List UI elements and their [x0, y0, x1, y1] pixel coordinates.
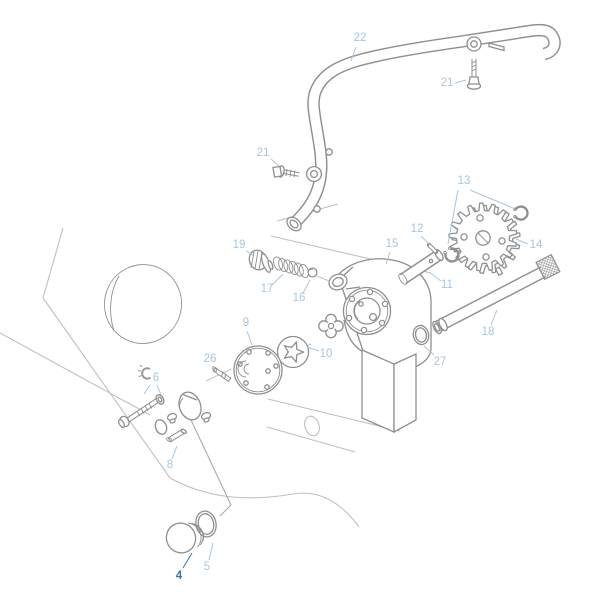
callout-leader-relief-spring	[271, 273, 284, 286]
callout-18-outlet-tube[interactable]: 18	[482, 326, 495, 338]
part-key-pin[interactable]	[426, 242, 439, 255]
callout-10-rotor-set[interactable]: 10	[320, 348, 333, 360]
callout-5-plug-o-ring[interactable]: 5	[204, 561, 210, 573]
callout-leader-relief-valve-plug	[245, 250, 255, 257]
callout-19-relief-valve-plug[interactable]: 19	[233, 239, 246, 251]
callout-leader-cover-bolt	[156, 384, 162, 396]
part-cover-bolt[interactable]	[117, 397, 160, 429]
callout-leader-drive-shaft	[428, 271, 442, 282]
housing-leg-front	[361, 349, 395, 433]
callout-leader-relief-ball	[302, 279, 311, 294]
callout-leader-cover-bolt	[143, 384, 151, 395]
tube-bolt-hole-lower	[313, 205, 321, 213]
part-cover-stud[interactable]	[211, 366, 232, 383]
callout-leader-drive-gear	[515, 238, 529, 245]
callout-27-outlet-o-ring[interactable]: 27	[434, 356, 447, 368]
part-oil-plug[interactable]	[161, 518, 205, 558]
callout-8-dowel-pin[interactable]: 8	[167, 459, 173, 471]
pump-mounting-face	[154, 391, 212, 435]
tube-mouth	[286, 216, 302, 232]
callout-14-drive-gear[interactable]: 14	[530, 239, 543, 251]
callout-26-cover-stud[interactable]: 26	[204, 353, 217, 365]
part-tube-bolt-left[interactable]	[272, 165, 300, 178]
part-drive-gear[interactable]	[448, 202, 521, 274]
crankcase-opening	[104, 264, 182, 344]
tube-upper-eyelet	[466, 36, 482, 52]
callout-21-tube-bolt-left[interactable]: 21	[257, 147, 270, 159]
tube-slot	[488, 42, 505, 52]
callout-leader-rotor-set	[306, 346, 320, 352]
callout-leader-snap-rings	[469, 189, 514, 209]
callout-leader-key-pin	[420, 235, 430, 245]
callout-leader-cover-stud	[211, 366, 218, 374]
part-dowel-pin[interactable]	[166, 428, 187, 443]
part-retaining-clip[interactable]	[137, 364, 152, 380]
callout-leader-pump-housing	[385, 251, 391, 265]
tube-lower-eyelet	[305, 165, 323, 183]
tube-tab	[494, 266, 504, 277]
threaded-end	[535, 253, 561, 281]
part-snap-ring-lower[interactable]	[443, 246, 460, 263]
callout-16-relief-ball[interactable]: 16	[293, 292, 306, 304]
callout-15-pump-housing[interactable]: 15	[386, 238, 399, 250]
callout-11-drive-shaft[interactable]: 11	[441, 279, 453, 291]
housing-flange	[342, 286, 392, 336]
housing-inlet-neck	[328, 266, 361, 291]
callout-leader-outlet-o-ring	[423, 345, 435, 356]
part-inner-rotor[interactable]	[318, 313, 344, 339]
callout-22-oil-pickup-tube[interactable]: 22	[354, 32, 367, 44]
callout-leader-snap-rings	[447, 189, 459, 245]
callout-leader-tube-bolt-left	[270, 158, 280, 167]
callout-layer: 22 21 21 13 12 15 14 19 17 16 11 18 27 9 10 26 6 8 5 4	[143, 32, 543, 582]
callout-9-pump-cover[interactable]: 9	[243, 317, 249, 329]
part-snap-ring-upper[interactable]	[513, 205, 529, 221]
callout-leader-tube-bolt-top	[454, 79, 467, 84]
part-outer-rotor[interactable]	[276, 335, 310, 369]
part-relief-valve-plug[interactable]	[247, 248, 274, 274]
part-oil-pickup-tube[interactable]	[284, 23, 561, 233]
callout-leader-oil-pickup-tube	[350, 46, 357, 62]
tube-bolt-hole-upper	[325, 148, 333, 156]
callout-6-cover-bolt[interactable]: 6	[153, 372, 159, 384]
callout-13-snap-rings[interactable]: 13	[458, 175, 471, 187]
callout-leader-plug-o-ring	[208, 542, 214, 561]
callout-21-tube-bolt-top[interactable]: 21	[441, 77, 454, 89]
part-bolt-washer[interactable]	[155, 393, 166, 405]
callout-4-oil-plug[interactable]: 4	[176, 570, 183, 582]
part-tube-bolt-top[interactable]	[466, 59, 482, 90]
part-relief-spring[interactable]	[272, 256, 311, 279]
callout-leader-oil-plug	[182, 552, 193, 569]
callout-leader-dowel-pin	[171, 445, 178, 460]
callout-leader-pump-cover	[246, 330, 253, 346]
part-outlet-o-ring[interactable]	[412, 324, 431, 346]
callout-12-key-pin[interactable]: 12	[411, 223, 424, 235]
part-outlet-tube[interactable]	[431, 253, 561, 335]
part-pump-housing[interactable]	[327, 258, 432, 434]
part-plug-o-ring[interactable]	[194, 509, 219, 539]
callout-17-relief-spring[interactable]: 17	[261, 283, 274, 295]
part-pump-cover[interactable]	[233, 345, 283, 395]
callout-leader-outlet-tube	[490, 309, 498, 326]
plug-location-line	[190, 419, 232, 517]
part-relief-ball[interactable]	[307, 267, 318, 278]
housing-leg-side	[393, 352, 417, 434]
